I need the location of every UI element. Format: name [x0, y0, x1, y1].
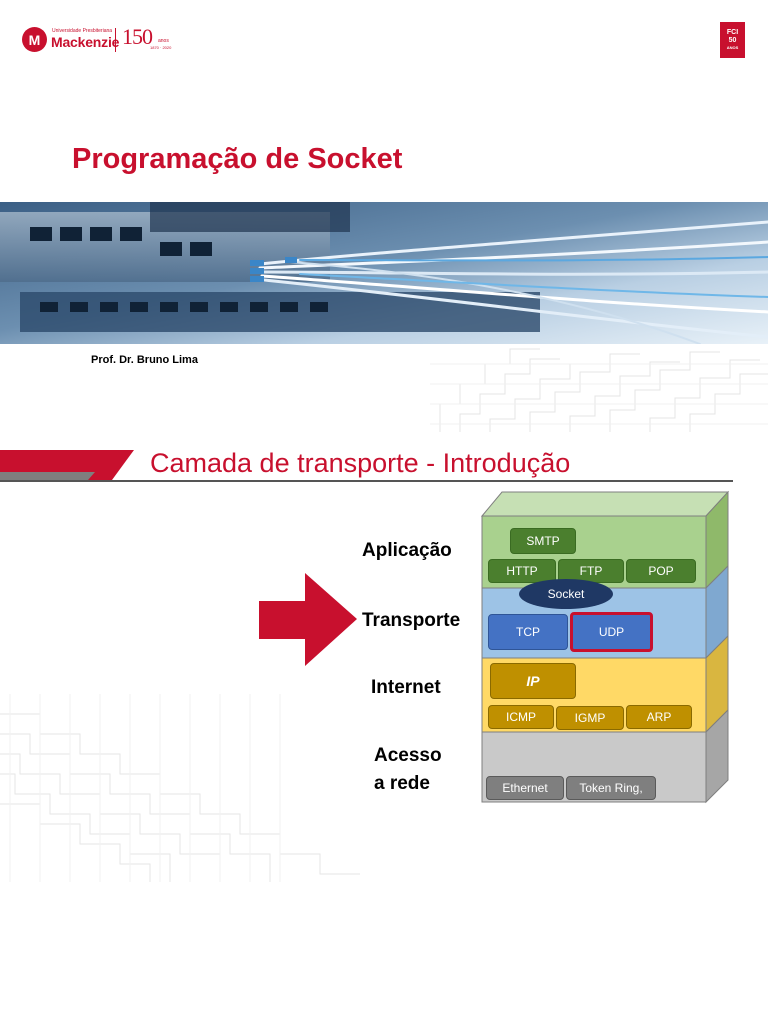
badge-line-3: ANOS — [726, 45, 739, 50]
protocol-token-ring: Token Ring, — [566, 776, 656, 800]
anniversary-number: 150 — [122, 24, 153, 49]
layer-label-transport: Transporte — [362, 610, 461, 631]
protocol-igmp: IGMP — [556, 706, 624, 730]
protocol-ethernet: Ethernet — [486, 776, 564, 800]
protocol-udp-highlighted: UDP — [570, 612, 653, 652]
title-underline — [0, 480, 733, 482]
banner-illustration — [0, 202, 768, 344]
network-cables-banner-image — [0, 202, 768, 344]
title-accent-bar — [0, 450, 134, 480]
transport-layer-slide: Camada de transporte - Introdução Aplica… — [0, 432, 768, 882]
slide-title: Camada de transporte - Introdução — [150, 448, 571, 478]
logo-small-text: Universidade Presbiteriana — [52, 28, 113, 34]
decorative-grid-pattern — [0, 694, 360, 882]
badge-line-1: FCI — [726, 29, 739, 36]
protocol-http: HTTP — [488, 559, 556, 583]
protocol-arp: ARP — [626, 705, 692, 729]
protocol-ip: IP — [490, 663, 576, 699]
badge-line-2: 50 — [728, 37, 737, 44]
logo-divider — [115, 28, 116, 52]
anniversary-suffix: anos — [158, 38, 169, 44]
fci-badge-logo: FCI 50 ANOS — [720, 22, 745, 58]
protocol-icmp: ICMP — [488, 705, 554, 729]
layer-label-application: Aplicação — [362, 540, 452, 561]
anniversary-years: 1870 · 2020 — [150, 45, 172, 50]
logo-name: Mackenzie — [51, 34, 120, 50]
protocol-smtp: SMTP — [510, 528, 576, 554]
author-name: Prof. Dr. Bruno Lima — [91, 354, 198, 366]
mackenzie-logo-icon: M — [22, 27, 47, 52]
layer-label-internet: Internet — [371, 677, 441, 698]
layer-label-access: Acesso a rede — [374, 745, 442, 794]
title-slide: M Universidade Presbiteriana Mackenzie 1… — [0, 0, 768, 432]
socket-ellipse: Socket — [519, 579, 613, 609]
decorative-grid-pattern — [430, 348, 768, 432]
protocol-tcp: TCP — [488, 614, 568, 650]
protocol-pop: POP — [626, 559, 696, 583]
slide-title: Programação de Socket — [72, 143, 403, 175]
red-arrow-icon — [259, 573, 357, 666]
